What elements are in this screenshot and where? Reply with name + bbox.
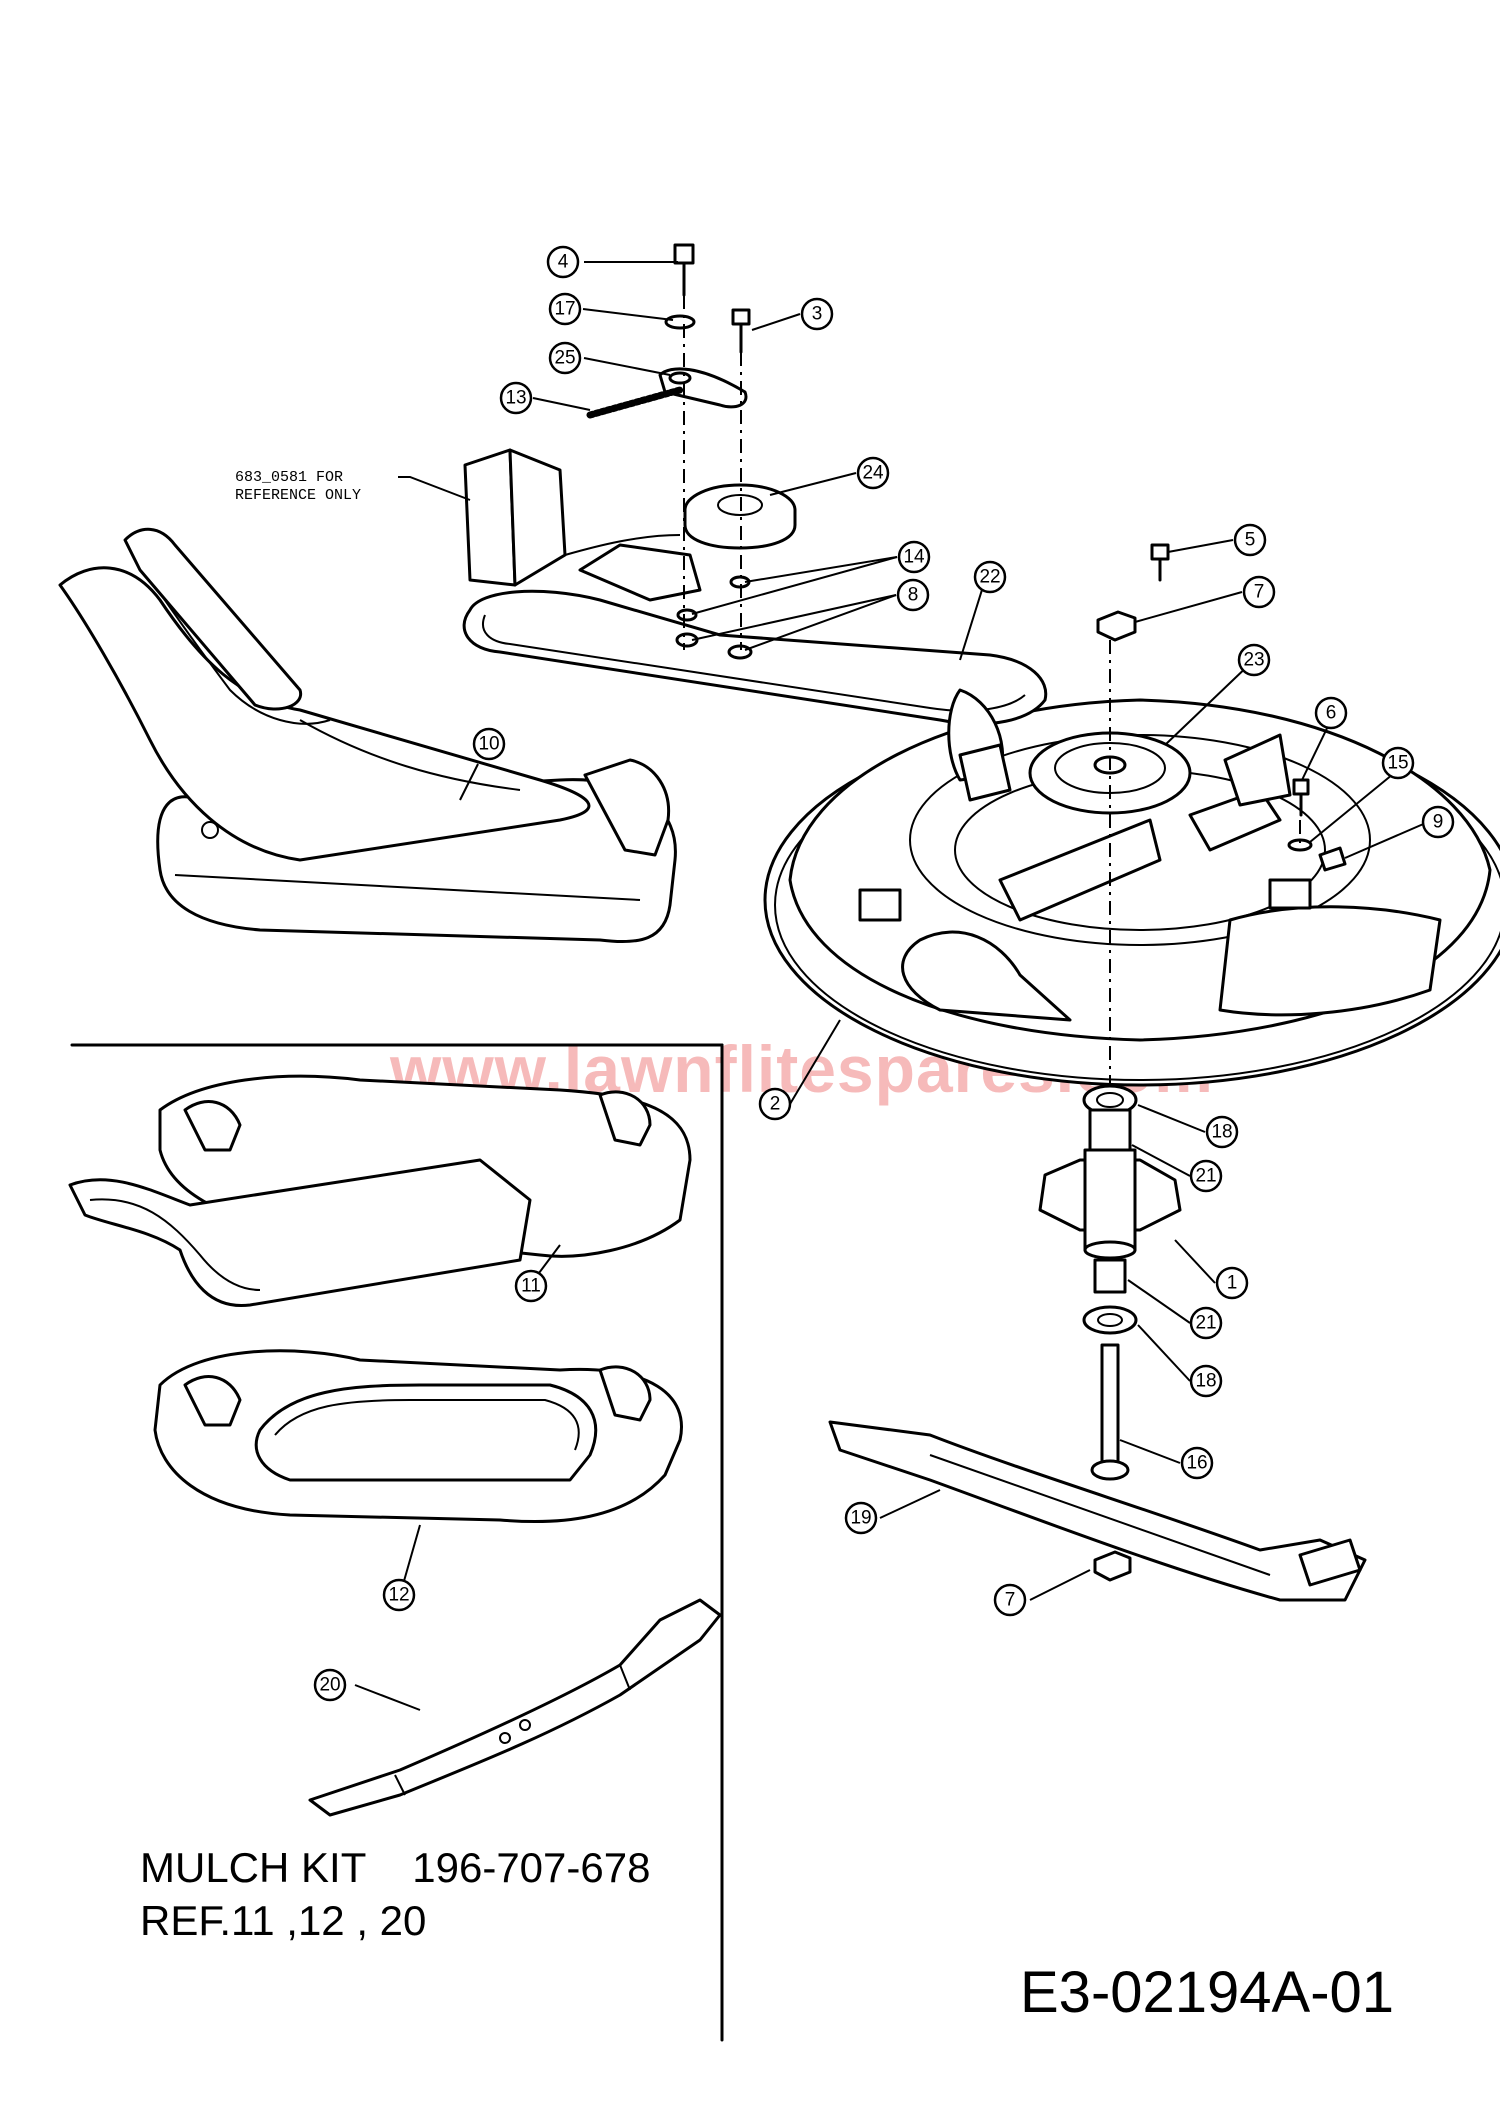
svg-text:23: 23	[1243, 650, 1264, 671]
mower-blade	[828, 1420, 1367, 1602]
idler-bracket	[958, 733, 1292, 807]
callout-22: 22	[973, 560, 1007, 594]
callout-24: 24	[856, 456, 890, 490]
callout-25: 25	[548, 341, 582, 375]
svg-text:19: 19	[850, 1508, 871, 1529]
svg-text:1: 1	[1227, 1273, 1238, 1294]
svg-text:9: 9	[1433, 812, 1444, 833]
mower-deck	[763, 698, 1500, 1087]
callout-10: 10	[472, 727, 506, 761]
mulch-kit-title: MULCH KIT 196-707-678	[140, 1844, 650, 1891]
svg-text:25: 25	[554, 348, 575, 369]
callout-17: 17	[548, 292, 582, 326]
reference-note: 683_0581 FOR REFERENCE ONLY	[235, 469, 361, 504]
callout-3: 3	[800, 297, 834, 331]
callout-12: 12	[382, 1578, 416, 1612]
reference-bracket	[463, 448, 702, 602]
tension-spring	[586, 386, 684, 419]
callout-2: 2	[758, 1087, 792, 1121]
callout-23: 23	[1237, 643, 1271, 677]
callout-1: 1	[1215, 1266, 1249, 1300]
svg-text:12: 12	[388, 1585, 409, 1606]
svg-text:20: 20	[319, 1675, 340, 1696]
callout-19: 19	[844, 1501, 878, 1535]
callout-6: 6	[1314, 696, 1348, 730]
callout-5: 5	[1233, 523, 1267, 557]
callout-13: 13	[499, 381, 533, 415]
svg-text:16: 16	[1186, 1453, 1207, 1474]
mulch-plug-11	[68, 1074, 692, 1308]
svg-text:5: 5	[1245, 530, 1256, 551]
svg-text:8: 8	[908, 585, 919, 606]
svg-text:6: 6	[1326, 703, 1337, 724]
leader-lines	[354, 261, 1429, 1711]
svg-text:18: 18	[1211, 1122, 1232, 1143]
mulch-kit-refs: REF.11 ,12 , 20	[140, 1897, 426, 1944]
reference-note-line1: 683_0581 FOR	[235, 469, 343, 486]
spindle-assembly	[1038, 1084, 1182, 1481]
svg-text:21: 21	[1195, 1166, 1216, 1187]
svg-text:24: 24	[862, 463, 884, 484]
svg-text:10: 10	[478, 734, 499, 755]
callout-16: 16	[1180, 1446, 1214, 1480]
callout-balloons: 4 17 3 25 13 24 14 8 22 5 7 23 6 15 9 10…	[313, 245, 1455, 1702]
svg-text:22: 22	[979, 567, 1000, 588]
drawing-number: E3-02194A-01	[1020, 1960, 1394, 2025]
drive-belt	[462, 589, 1048, 782]
callout-18-upper: 18	[1205, 1115, 1239, 1149]
svg-text:7: 7	[1254, 582, 1265, 603]
svg-text:15: 15	[1387, 753, 1408, 774]
idler-arm	[658, 367, 748, 409]
callout-21-lower: 21	[1189, 1306, 1223, 1340]
svg-text:14: 14	[903, 547, 925, 568]
callout-15: 15	[1381, 746, 1415, 780]
callout-20: 20	[313, 1668, 347, 1702]
reference-note-line2: REFERENCE ONLY	[235, 487, 361, 504]
bolts-and-washers-top	[664, 243, 1347, 872]
mulch-kit-frame	[70, 1043, 724, 2042]
callout-4: 4	[546, 245, 580, 279]
deck-pulley	[1028, 731, 1192, 815]
mulch-plug-12	[153, 1349, 683, 1524]
svg-text:17: 17	[554, 299, 575, 320]
centerlines	[683, 295, 1301, 1090]
svg-text:21: 21	[1195, 1313, 1216, 1334]
callout-7-bottom: 7	[993, 1583, 1027, 1617]
callout-18-lower: 18	[1189, 1364, 1223, 1398]
svg-text:18: 18	[1195, 1371, 1216, 1392]
svg-text:3: 3	[812, 304, 823, 325]
svg-text:2: 2	[770, 1094, 781, 1115]
callout-8: 8	[896, 578, 930, 612]
svg-text:11: 11	[521, 1276, 541, 1297]
callout-14: 14	[897, 540, 931, 574]
callout-11: 11	[514, 1269, 548, 1303]
svg-text:4: 4	[558, 252, 569, 273]
svg-text:7: 7	[1005, 1590, 1016, 1611]
discharge-chute	[58, 527, 677, 944]
mulch-blade	[308, 1598, 722, 1817]
callout-7-top: 7	[1242, 575, 1276, 609]
svg-text:13: 13	[505, 388, 526, 409]
callout-21-upper: 21	[1189, 1159, 1223, 1193]
callout-9: 9	[1421, 805, 1455, 839]
